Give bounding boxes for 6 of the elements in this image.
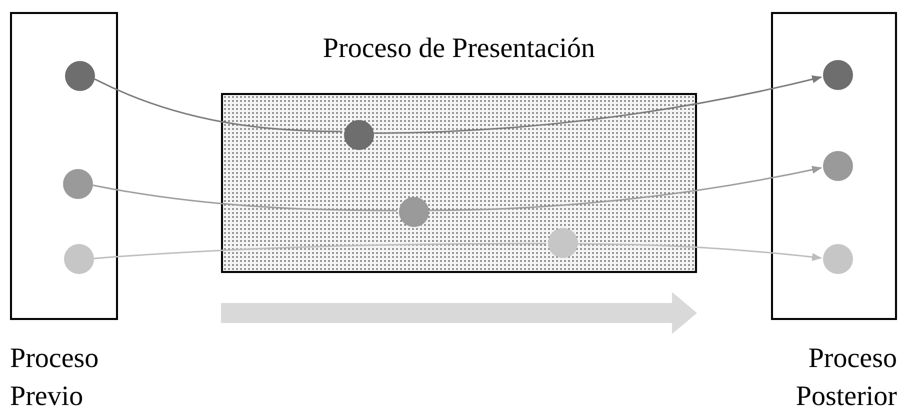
process-label: Proceso de Presentación [322, 32, 596, 66]
flow-arrow [374, 75, 822, 134]
process-label: Proceso Previo [10, 342, 100, 414]
flow-arrow [578, 243, 822, 261]
process-label: Proceso Posterior [794, 342, 897, 414]
flow-arrow [428, 166, 822, 212]
